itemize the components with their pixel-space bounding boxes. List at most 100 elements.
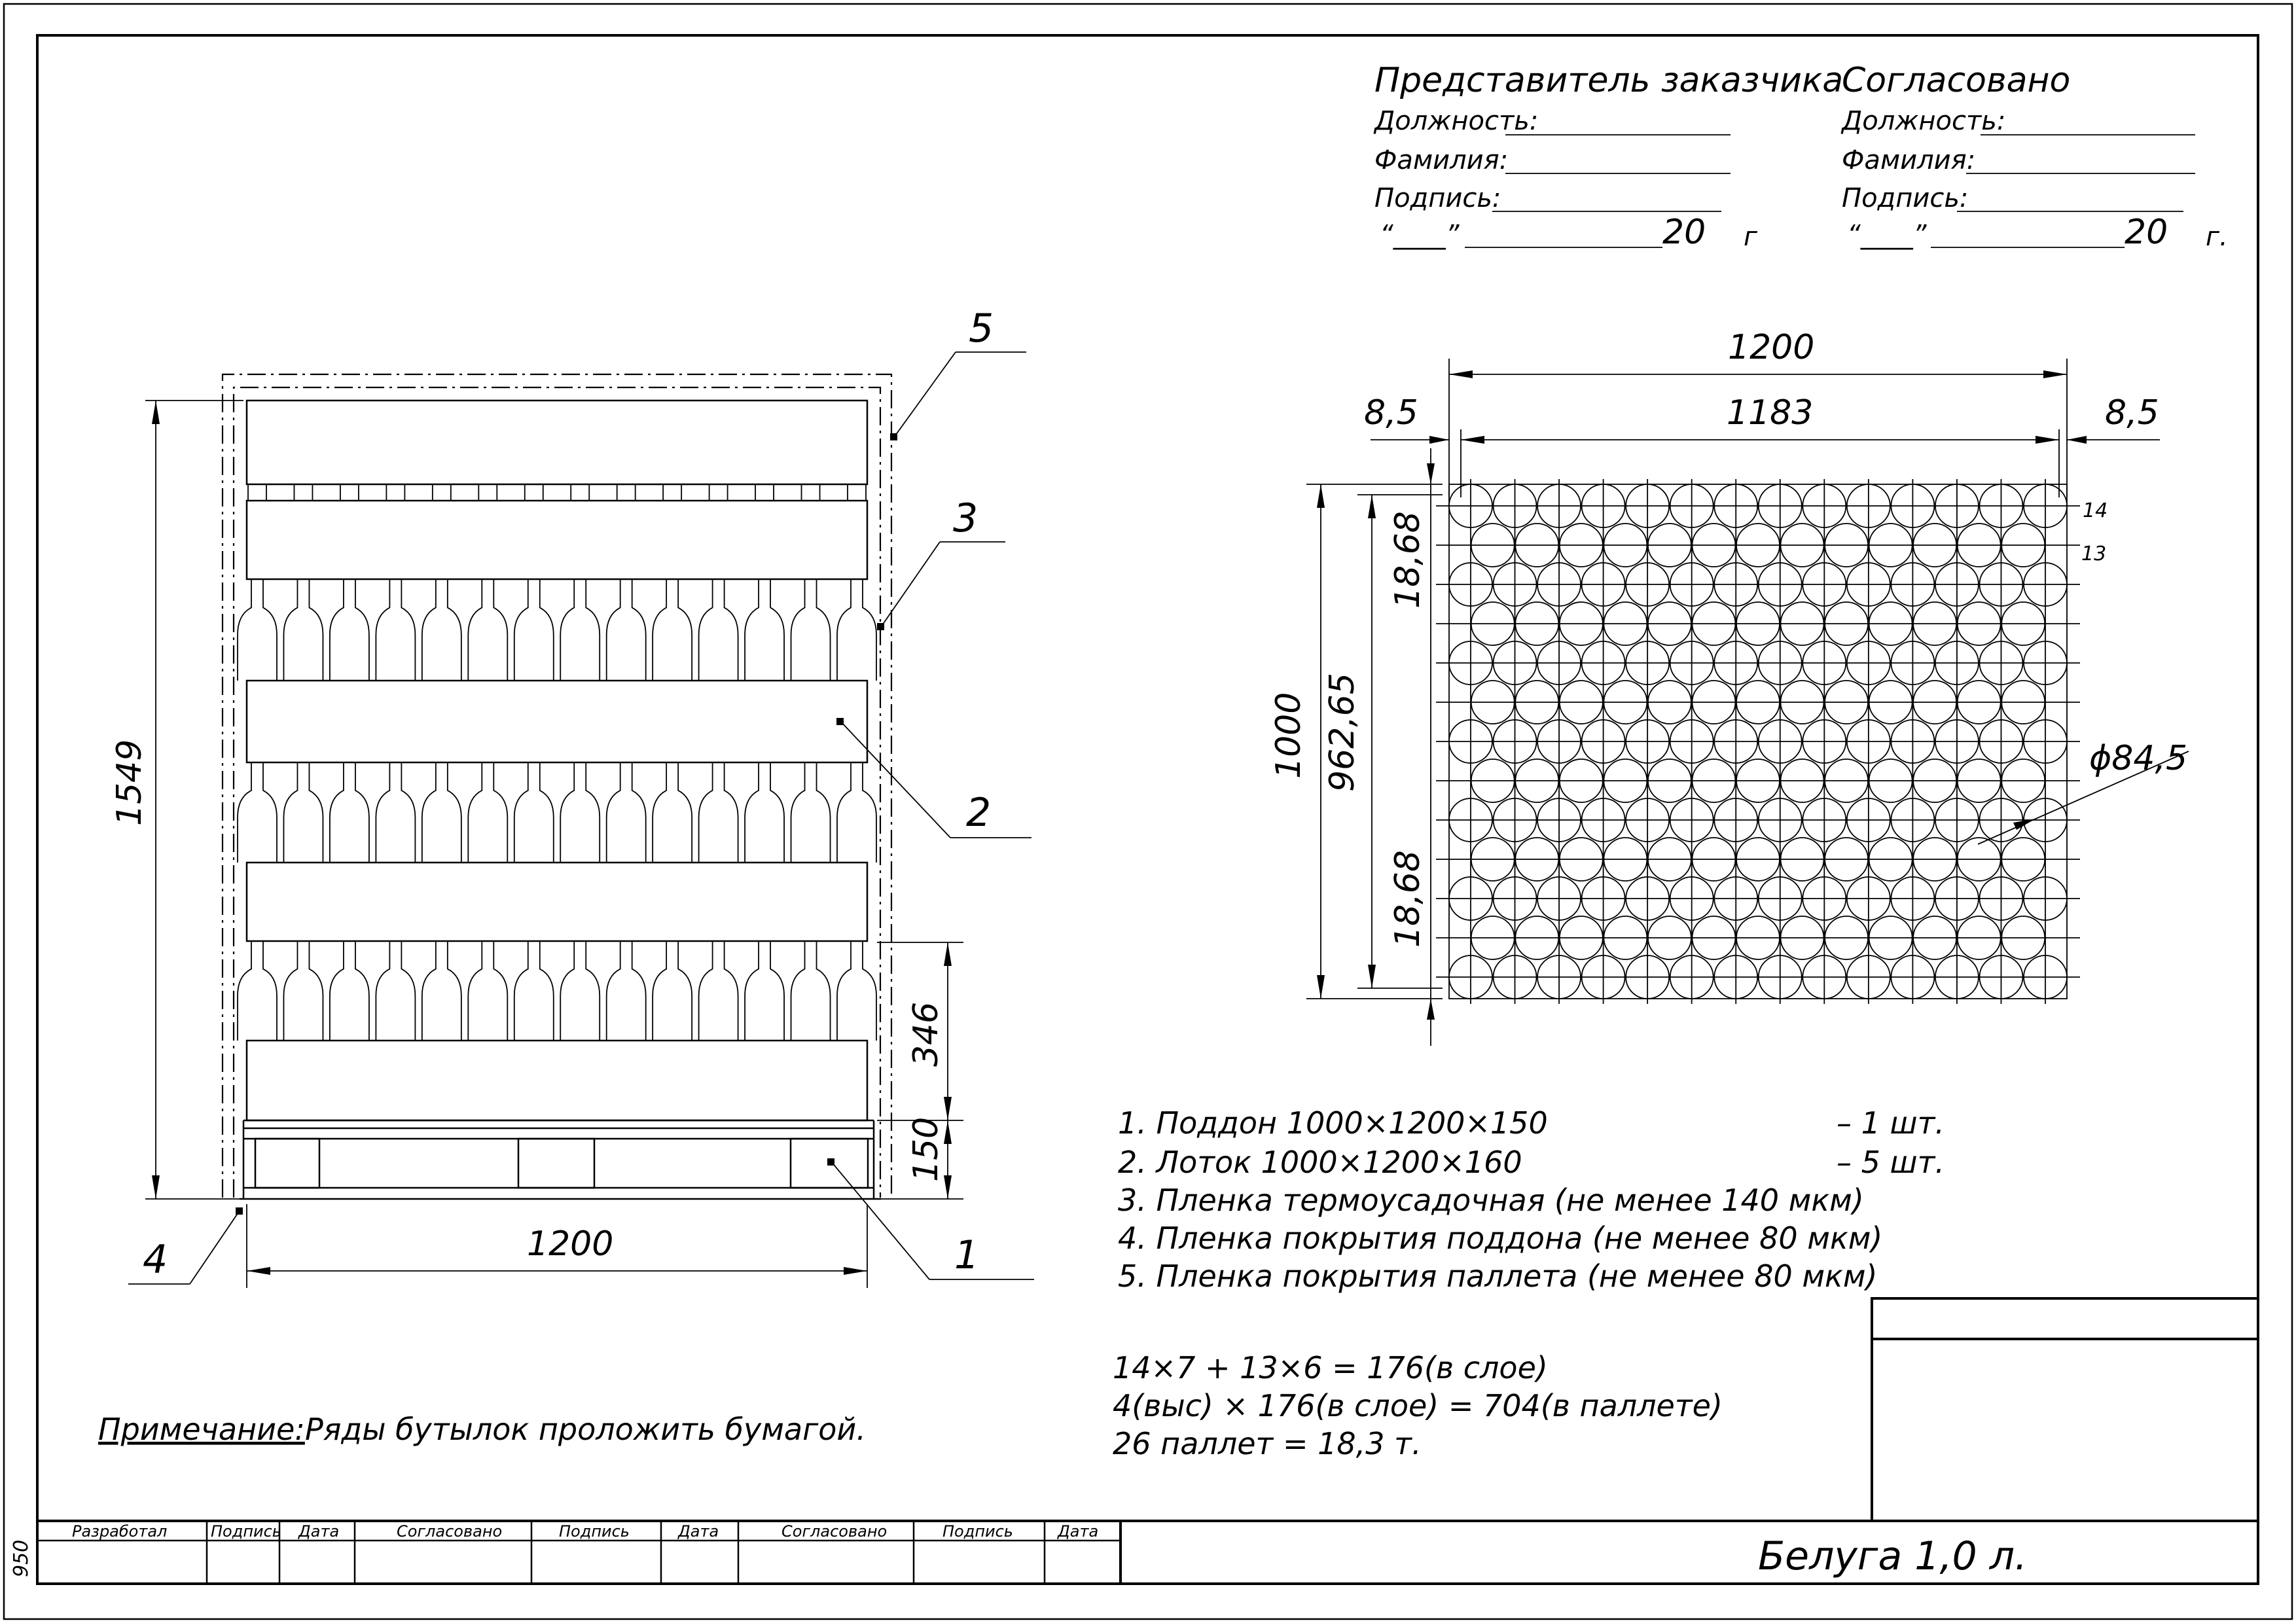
top-depth-inner-label: 962,65 (1323, 673, 1362, 792)
callout-2-label: 2 (966, 790, 991, 836)
callout-4: 4 (128, 1207, 243, 1285)
bottle-circle (1780, 916, 1825, 960)
spec-item-4: 4. Пленка покрытия поддона (не менее 80 … (1118, 1221, 1882, 1256)
tb-header-signature-1: Подпись (211, 1522, 281, 1541)
bottle-circle (1935, 641, 1979, 685)
bottle (513, 579, 554, 681)
bottle-circle (1537, 876, 1581, 921)
bottle-circle (1669, 562, 1714, 607)
spec-qty-1: – 1 шт. (1837, 1105, 1945, 1141)
bottle-grid (1436, 479, 2080, 1004)
bottle-circle (1647, 680, 1692, 724)
spec-item-3: 3. Пленка термоусадочная (не менее 140 м… (1118, 1183, 1864, 1218)
callout-4-label: 4 (143, 1237, 168, 1283)
agreed-title: Согласовано (1842, 61, 2070, 100)
bottle-circle (1890, 719, 1935, 764)
bottle-circle (1736, 523, 1780, 567)
callout-2: 2 (836, 718, 1031, 838)
bottle (605, 941, 647, 1041)
bottle-circle (1868, 758, 1913, 803)
bottle-circle (1935, 719, 1979, 764)
bottle-circle (1558, 758, 1604, 803)
bottle-circle (1912, 758, 1958, 803)
pallet-height-label: 150 (906, 1117, 946, 1182)
bottle-circle (1625, 641, 1670, 685)
bottle-neck (570, 484, 590, 501)
callout-5: 5 (890, 306, 1026, 440)
bottle-circle (1603, 916, 1648, 960)
bottle-neck (755, 484, 774, 501)
bottle-circle (1890, 562, 1935, 607)
product-title: Белуга 1,0 л. (1758, 1533, 2027, 1579)
specification-list: 1. Поддон 1000×1200×150 – 1 шт. 2. Лоток… (1118, 1105, 1945, 1294)
bottle (467, 762, 509, 863)
bottle-circle (1492, 876, 1537, 921)
bottle (375, 579, 416, 681)
bottle-circle (1912, 837, 1958, 882)
bottle-circle (1846, 641, 1891, 685)
bottle-circle (1625, 719, 1670, 764)
bottle-circle (1846, 719, 1891, 764)
bottle-circle (1713, 798, 1759, 842)
layer-height-dimension: 346 150 (877, 942, 963, 1200)
bottle-circle (1757, 641, 1803, 685)
agreed-signature-label: Подпись: (1842, 183, 1968, 213)
callout-3: 3 (877, 495, 1005, 630)
pallet-outline-top (1448, 484, 2068, 999)
bottle-circle (1470, 916, 1515, 960)
bottle-circle (1979, 798, 2024, 842)
tb-header-date-2: Дата (677, 1522, 719, 1541)
bottle-circle (1470, 601, 1515, 646)
bottle-circle (1780, 523, 1825, 567)
agreed-surname-label: Фамилия: (1842, 145, 1975, 175)
bottle (421, 941, 462, 1041)
tray-3 (245, 679, 869, 764)
bottle-circle (1515, 680, 1560, 724)
bottle-circle (1713, 719, 1759, 764)
bottle-circle (1912, 916, 1958, 960)
bottle (467, 941, 509, 1041)
bottle-circle (1956, 523, 2001, 567)
tb-header-signature-2: Подпись (559, 1522, 630, 1541)
bottle-circle (1558, 916, 1604, 960)
top-width-inner-label: 1183 (1727, 393, 1813, 433)
bottle-circle (1647, 523, 1692, 567)
bottle (560, 579, 601, 681)
bottle-circle (1824, 758, 1869, 803)
bottle (652, 762, 693, 863)
bottle (329, 941, 370, 1041)
bottle (513, 941, 554, 1041)
margin-right-label: 8,5 (2105, 393, 2159, 433)
customer-year: 20 (1662, 213, 1706, 252)
bottle-circle (1470, 523, 1515, 567)
bottle-circle (1757, 719, 1803, 764)
bottle-circle (1868, 601, 1913, 646)
bottle-neck (293, 484, 314, 501)
bottle-circle (2001, 916, 2046, 960)
tb-header-agreed-2: Согласовано (781, 1522, 887, 1541)
bottle-circle (1912, 680, 1958, 724)
bottle-circle (1537, 719, 1581, 764)
bottle-circle (2001, 837, 2046, 882)
bottle (836, 579, 877, 681)
calc-line-1: 14×7 + 13×6 = 176(в слое) (1113, 1350, 1548, 1385)
bottle-circle (1581, 719, 1626, 764)
bottle-circle (1956, 601, 2001, 646)
tb-header-date-3: Дата (1057, 1522, 1098, 1541)
bottle-circle (1492, 719, 1537, 764)
offset-bottom-label: 18,68 (1388, 850, 1427, 948)
calc-line-2: 4(выс) × 176(в слое) = 704(в паллете) (1113, 1388, 1723, 1423)
bottle (605, 762, 647, 863)
bottle-neck (847, 484, 867, 501)
bottle-circle (1846, 876, 1891, 921)
bottle-circle (1824, 680, 1869, 724)
bottle (421, 762, 462, 863)
note-label: Примечание: (98, 1412, 305, 1447)
bottle (467, 579, 509, 681)
bottle-circle (1935, 876, 1979, 921)
bottle-circle (1470, 758, 1515, 803)
bottle (237, 579, 278, 681)
bottle (744, 941, 785, 1041)
bottle-circle (1956, 758, 2001, 803)
bottle-circle (1912, 523, 1958, 567)
